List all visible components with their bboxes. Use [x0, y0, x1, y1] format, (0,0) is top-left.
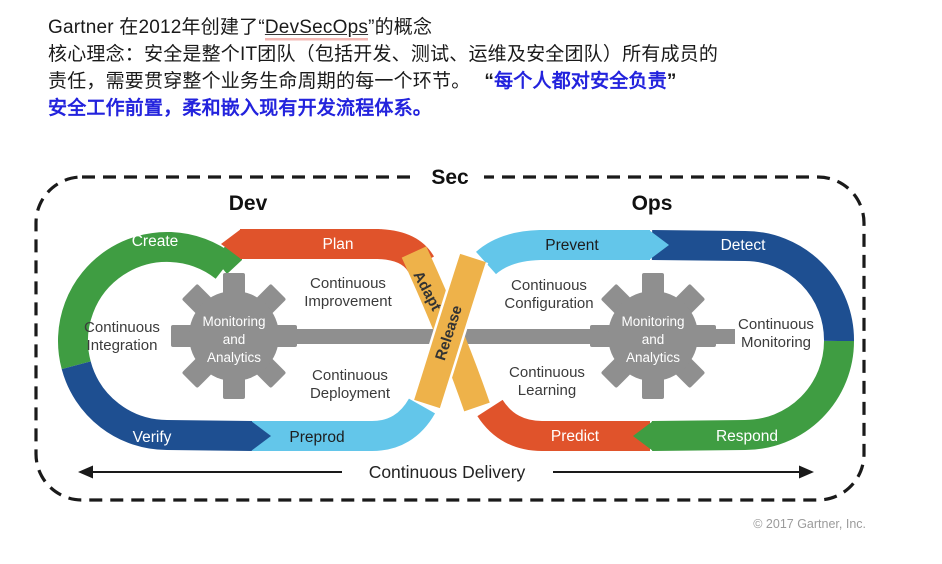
preprod-banner — [252, 398, 436, 451]
ops-label: Ops — [632, 192, 673, 215]
open-quote: “ — [484, 71, 495, 92]
left-gear-label-line2: and — [223, 332, 246, 347]
right-gear-label-line3: Analytics — [626, 350, 680, 365]
cl-line1: Continuous — [509, 364, 585, 381]
cimp-line2: Improvement — [304, 293, 392, 310]
dev-label: Dev — [229, 192, 268, 215]
header-line-4: 安全工作前置，柔和嵌入现有开发流程体系。 — [48, 98, 433, 119]
continuous-delivery-axis: Continuous Delivery — [78, 462, 814, 482]
header-line-1: Gartner 在2012年创建了“DevSecOps”的概念 — [48, 14, 908, 41]
prevent-banner — [476, 230, 650, 275]
sec-label: Sec — [431, 166, 469, 189]
right-arrow-head — [799, 465, 814, 479]
right-gear-label-line2: and — [642, 332, 665, 347]
predict-banner — [477, 399, 650, 451]
predict-label: Predict — [551, 428, 600, 445]
respond-arrow-tip — [633, 421, 653, 451]
verify-arc — [61, 360, 253, 451]
cm-line2: Monitoring — [741, 334, 811, 351]
preprod-label: Preprod — [289, 429, 344, 446]
cd-line2: Deployment — [310, 385, 391, 402]
close-quote: ” — [666, 71, 677, 92]
sec-label-mask — [416, 167, 484, 186]
release-ribbon — [414, 253, 486, 409]
left-gear: Monitoring and Analytics — [171, 273, 297, 399]
cimp-line1: Continuous — [310, 275, 386, 292]
detect-arc — [651, 230, 855, 342]
verify-label: Verify — [133, 429, 172, 446]
header-text-block: Gartner 在2012年创建了“DevSecOps”的概念 核心理念：安全是… — [48, 14, 908, 122]
right-gear-label-line1: Monitoring — [621, 314, 684, 329]
left-gear-label-line1: Monitoring — [202, 314, 265, 329]
devsecops-term: DevSecOps — [264, 17, 369, 38]
detect-label: Detect — [721, 237, 766, 254]
header-line1-suffix: ”的概念 — [368, 17, 433, 38]
cd-line1: Continuous — [312, 367, 388, 384]
prevent-label: Prevent — [545, 237, 599, 254]
cc-line1: Continuous — [511, 277, 587, 294]
header-line3-blue: 每个人都对安全负责 — [494, 71, 667, 92]
continuous-delivery-label: Continuous Delivery — [369, 462, 526, 482]
header-line-2: 核心理念：安全是整个IT团队（包括开发、测试、运维及安全团队）所有成员的 — [48, 44, 719, 65]
cl-line2: Learning — [518, 382, 576, 399]
left-arrow-head — [78, 465, 93, 479]
respond-label: Respond — [716, 428, 778, 445]
prevent-arrow-tip — [649, 230, 669, 260]
ci-line1: Continuous — [84, 319, 160, 336]
cc-line2: Configuration — [504, 295, 593, 312]
respond-arc — [651, 340, 854, 451]
header-line3-black: 责任，需要贯穿整个业务生命周期的每一个环节。 — [48, 71, 471, 92]
create-arc — [58, 231, 235, 370]
copyright-text: © 2017 Gartner, Inc. — [753, 517, 866, 531]
header-line-3: 责任，需要贯穿整个业务生命周期的每一个环节。 “每个人都对安全负责” — [48, 68, 908, 95]
continuous-learning-label: Continuous Learning — [509, 364, 585, 399]
continuous-configuration-label: Continuous Configuration — [504, 277, 593, 312]
continuous-improvement-label: Continuous Improvement — [304, 275, 392, 310]
continuous-integration-label: Continuous Integration — [84, 319, 160, 354]
cm-line1: Continuous — [738, 316, 814, 333]
plan-arrow-tip — [221, 229, 241, 259]
plan-label: Plan — [322, 236, 353, 253]
continuous-monitoring-label: Continuous Monitoring — [738, 316, 814, 351]
header-line1-prefix: Gartner 在2012年创建了“ — [48, 17, 265, 38]
create-label: Create — [132, 233, 179, 250]
right-gear: Monitoring and Analytics — [590, 273, 716, 399]
left-gear-label-line3: Analytics — [207, 350, 261, 365]
continuous-deployment-label: Continuous Deployment — [310, 367, 391, 402]
verify-arrow-tip — [251, 421, 271, 451]
ci-line2: Integration — [87, 337, 158, 354]
